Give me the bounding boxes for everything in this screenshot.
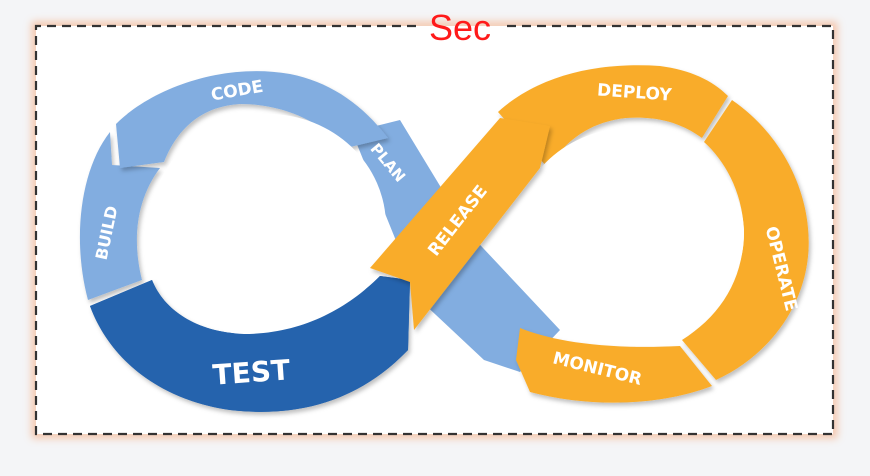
monitor-segment <box>516 328 712 403</box>
test-label: TEST <box>212 353 292 391</box>
operate-segment <box>682 100 809 380</box>
build-segment <box>79 132 160 300</box>
infinity-loop: CODE BUILD TEST PLAN RELEASE DEPLOY OPER… <box>79 65 809 412</box>
code-segment <box>116 71 388 168</box>
release-segment <box>370 118 550 330</box>
right-loop-hole <box>516 128 744 340</box>
dashed-frame <box>34 24 835 436</box>
test-segment-inner <box>90 276 410 412</box>
left-loop-hole <box>150 114 386 338</box>
deploy-segment <box>498 65 728 168</box>
sec-title: Sec <box>429 7 491 48</box>
